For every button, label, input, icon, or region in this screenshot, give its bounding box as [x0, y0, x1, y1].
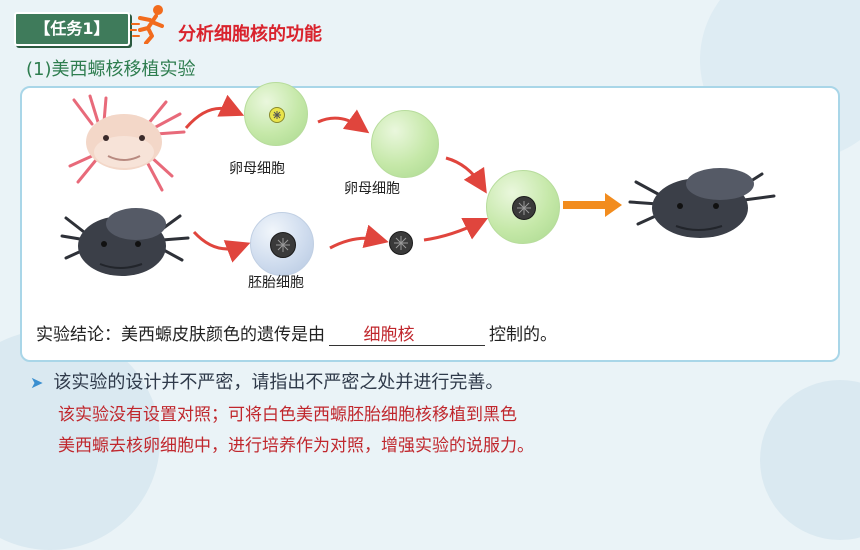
answer-block: 该实验没有设置对照；可将白色美西螈胚胎细胞核移植到黑色 美西螈去核卵细胞中，进行… — [58, 400, 798, 462]
light-nucleus — [269, 107, 285, 123]
transplanted-nucleus — [512, 196, 536, 220]
conclusion-answer: 细胞核 — [363, 325, 415, 345]
runner-icon — [130, 5, 164, 44]
process-arrows — [184, 94, 622, 263]
embryo-cell — [250, 212, 314, 276]
dark-nucleus — [270, 232, 296, 258]
question-line: ➤ 该实验的设计并不严密，请指出不严密之处并进行完善。 — [30, 368, 503, 394]
result-arrow — [563, 193, 622, 217]
egg-cell — [244, 82, 308, 146]
white-axolotl-image — [68, 94, 186, 192]
egg-cell-label: 卵母细胞 — [229, 161, 285, 177]
task-tag: 【任务1】 — [14, 12, 130, 46]
bullet-arrow-icon: ➤ — [30, 373, 44, 392]
task-title: 分析细胞核的功能 — [178, 24, 322, 45]
question-text: 该实验的设计并不严密，请指出不严密之处并进行完善。 — [53, 372, 504, 393]
conclusion-text: 实验结论：美西螈皮肤颜色的遗传是由 细胞核 控制的。 — [36, 320, 557, 346]
isolated-nucleus — [389, 231, 413, 255]
reconstructed-cell — [486, 170, 560, 244]
conclusion-suffix: 控制的。 — [489, 325, 557, 345]
result-black-axolotl-image — [628, 168, 776, 238]
conclusion-blank: 细胞核 — [329, 320, 485, 346]
answer-line-2: 美西螈去核卵细胞中，进行培养作为对照，增强实验的说服力。 — [58, 436, 534, 456]
sub-title: (1)美西螈核移植实验 — [26, 59, 196, 80]
enucleated-egg-cell — [371, 110, 439, 178]
black-axolotl-image — [60, 208, 190, 276]
answer-line-1: 该实验没有设置对照；可将白色美西螈胚胎细胞核移植到黑色 — [58, 405, 517, 425]
embryo-cell-label: 胚胎细胞 — [248, 275, 304, 291]
enucleated-egg-cell-label: 卵母细胞 — [344, 181, 400, 197]
conclusion-prefix: 实验结论：美西螈皮肤颜色的遗传是由 — [36, 325, 325, 345]
